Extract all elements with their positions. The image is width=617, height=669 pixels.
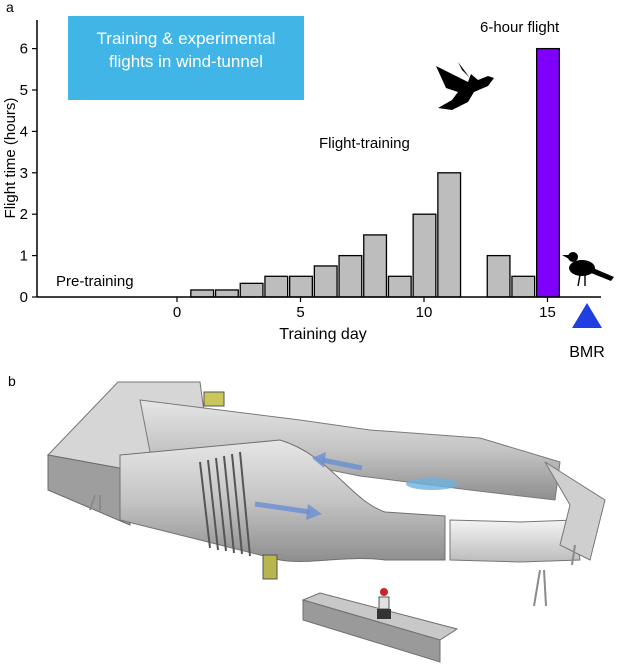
bar-six-hour-flight xyxy=(536,47,561,298)
y-ticks: 0 1 2 3 4 5 6 xyxy=(20,41,37,306)
perched-bird-icon xyxy=(562,252,614,287)
tunnel-legs xyxy=(89,494,576,607)
wind-tunnel-illustration xyxy=(46,381,606,663)
y-tick-label: 5 xyxy=(20,82,28,99)
flight-training-label: Flight-training xyxy=(319,135,410,152)
panel-a-label: a xyxy=(6,0,14,15)
tunnel-bird-icon xyxy=(406,478,458,490)
airflow-arrow-upper xyxy=(321,457,363,471)
y-axis-label: Flight time (hours) xyxy=(2,98,19,219)
bar-day-10 xyxy=(412,213,437,298)
bars-group xyxy=(190,47,561,298)
bench-front xyxy=(302,599,441,663)
bar-day-14 xyxy=(511,275,536,298)
flying-bird-icon xyxy=(436,62,494,110)
x-ticks: 0 5 10 15 xyxy=(173,297,556,321)
x-tick-label: 10 xyxy=(416,304,433,321)
bar-day-4 xyxy=(264,275,289,298)
control-panel-upper xyxy=(203,391,225,407)
bar-day-5 xyxy=(288,275,313,298)
operator-figure xyxy=(377,588,391,619)
y-tick-label: 6 xyxy=(20,41,28,58)
info-box-line1: Training & experimental xyxy=(97,29,276,48)
panel-b-label: b xyxy=(8,373,16,389)
tunnel-left-box xyxy=(47,454,131,526)
tunnel-far-corner xyxy=(544,461,606,561)
bmr-label: BMR xyxy=(569,344,605,361)
x-tick-label: 5 xyxy=(296,304,304,321)
airflow-arrow-upper-head xyxy=(312,452,326,468)
bar-day-11 xyxy=(437,172,462,298)
x-axis-label: Training day xyxy=(279,326,366,343)
bar-day-9 xyxy=(387,275,412,298)
info-box-background xyxy=(68,16,304,100)
x-tick-label: 0 xyxy=(173,304,181,321)
bar-day-7 xyxy=(338,254,363,298)
airflow-arrow-lower xyxy=(254,501,311,515)
x-tick-label: 15 xyxy=(539,304,556,321)
bar-day-6 xyxy=(313,265,338,298)
bar-day-3 xyxy=(239,282,264,298)
info-box-line2: flights in wind-tunnel xyxy=(109,52,263,71)
info-box: Training & experimental flights in wind-… xyxy=(68,16,304,100)
y-tick-label: 0 xyxy=(20,289,28,306)
y-tick-label: 2 xyxy=(20,206,28,223)
y-tick-label: 1 xyxy=(20,248,28,265)
six-hour-flight-label: 6-hour flight xyxy=(480,19,560,36)
bar-day-13 xyxy=(486,254,511,298)
tunnel-honeycomb-ribs xyxy=(199,451,251,557)
control-panel-lower xyxy=(262,554,278,580)
bar-day-2 xyxy=(214,289,239,298)
pre-training-label: Pre-training xyxy=(56,273,134,290)
bmr-marker xyxy=(572,303,603,328)
bar-day-8 xyxy=(363,234,388,298)
bar-day-1 xyxy=(190,289,215,298)
tunnel-test-section xyxy=(449,519,581,563)
y-tick-label: 4 xyxy=(20,123,28,140)
y-tick-label: 3 xyxy=(20,165,28,182)
airflow-arrow-lower-head xyxy=(306,504,322,520)
bar-chart: 0 1 2 3 4 5 6 0 5 10 15 Flight time (hours) Train… xyxy=(2,19,614,361)
